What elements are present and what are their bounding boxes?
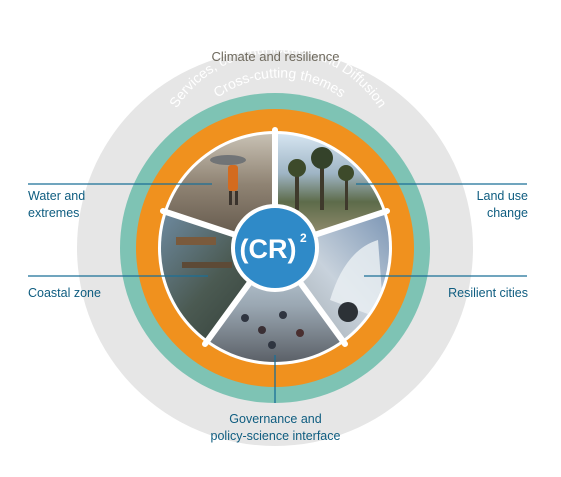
leader-lines (28, 183, 527, 403)
label-resilient-cities: Resilient cities (448, 286, 528, 300)
center-logo: (CR) (240, 234, 297, 264)
center-circle (231, 204, 319, 292)
climate-resilience-label: Climate and resilience (211, 49, 340, 64)
label-coastal-zone: Coastal zone (28, 286, 101, 300)
center-logo-superscript: 2 (300, 231, 307, 245)
photo-governance (207, 248, 343, 362)
